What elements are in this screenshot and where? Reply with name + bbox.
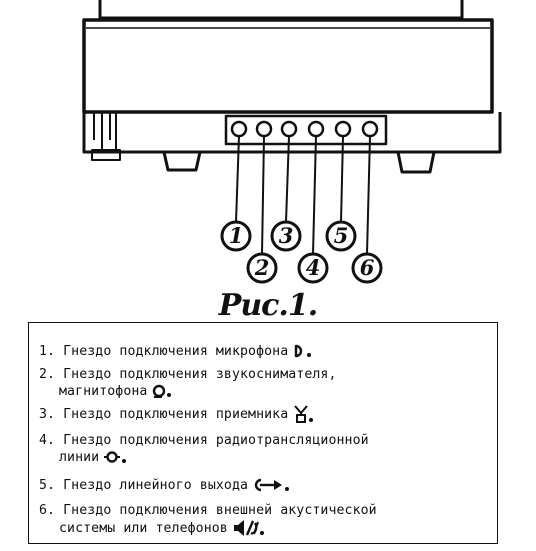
legend-item-text: Гнездо подключения приемника <box>63 407 289 422</box>
legend-item-text-cont: линии <box>59 450 100 465</box>
legend-item-text: Гнездо подключения микрофона <box>63 344 289 359</box>
jack-panel <box>224 114 388 146</box>
legend-item-5: 5. Гнездо линейного выхода <box>39 477 491 494</box>
leader-line-4 <box>312 135 317 255</box>
microphone-jack-icon <box>295 344 312 358</box>
tape-recorder-jack-icon <box>153 384 172 398</box>
callout-label-1: 1 <box>229 223 244 248</box>
device-foot-right <box>396 151 436 174</box>
device-top-plate <box>98 0 464 20</box>
device-body <box>82 18 494 114</box>
legend-item-text: Гнездо подключения звукоснимателя, <box>63 367 337 382</box>
jack-socket-4 <box>307 120 325 138</box>
leader-line-6 <box>366 135 371 255</box>
figure-caption: Рис.1. <box>218 288 318 323</box>
legend-item-number: 4. <box>39 433 56 448</box>
leader-line-1 <box>235 135 240 223</box>
legend-item-number: 3. <box>39 407 56 422</box>
callout-circle-6 <box>351 252 383 284</box>
receiver-jack-icon <box>294 405 314 423</box>
legend-item-number: 2. <box>39 367 56 382</box>
callout-circle-1 <box>220 220 252 252</box>
callout-circle-2 <box>246 252 278 284</box>
speaker-icon <box>233 520 264 536</box>
callout-circle-3 <box>270 220 302 252</box>
callout-label-4: 4 <box>306 255 321 280</box>
legend-item-text-cont: системы или телефонов <box>59 521 228 536</box>
callout-label-5: 5 <box>334 223 349 248</box>
legend-item-number: 5. <box>39 478 56 493</box>
device-lower-panel <box>82 112 502 154</box>
radio-line-jack-icon <box>104 451 127 463</box>
line-out-arrow-icon <box>254 478 290 492</box>
legend-item-text: Гнездо подключения радиотрансляционной <box>63 433 369 448</box>
callout-label-6: 6 <box>360 255 375 280</box>
legend-item-text: Гнездо подключения внешней акустической <box>63 503 377 518</box>
device-side-bracket <box>93 112 117 150</box>
legend-item-number: 6. <box>39 503 56 518</box>
legend-item-text: Гнездо линейного выхода <box>63 478 249 493</box>
callout-label-2: 2 <box>254 255 270 280</box>
jack-socket-3 <box>280 120 298 138</box>
legend-item-4: 4. Гнездо подключения радиотрансляционно… <box>39 433 491 466</box>
legend-item-3: 3. Гнездо подключения приемника <box>39 405 491 423</box>
jack-socket-1 <box>230 120 248 138</box>
leader-line-2 <box>261 135 265 255</box>
jack-socket-5 <box>334 120 352 138</box>
legend-item-6: 6. Гнездо подключения внешней акустическ… <box>39 503 491 537</box>
leader-line-3 <box>285 135 290 223</box>
legend-item-text-cont: магнитофона <box>59 384 148 399</box>
legend-item-1: 1. Гнездо подключения микрофона <box>39 343 491 360</box>
leader-line-5 <box>340 135 344 223</box>
callout-circle-5 <box>325 220 357 252</box>
legend-item-2: 2. Гнездо подключения звукоснимателя, ма… <box>39 367 491 400</box>
legend-item-number: 1. <box>39 344 56 359</box>
callout-label-3: 3 <box>279 223 294 248</box>
jack-socket-6 <box>361 120 379 138</box>
jack-socket-2 <box>255 120 273 138</box>
callout-circle-4 <box>297 252 329 284</box>
legend-box: 1. Гнездо подключения микрофона 2. Гнезд… <box>28 322 498 544</box>
device-foot-left <box>162 151 202 172</box>
